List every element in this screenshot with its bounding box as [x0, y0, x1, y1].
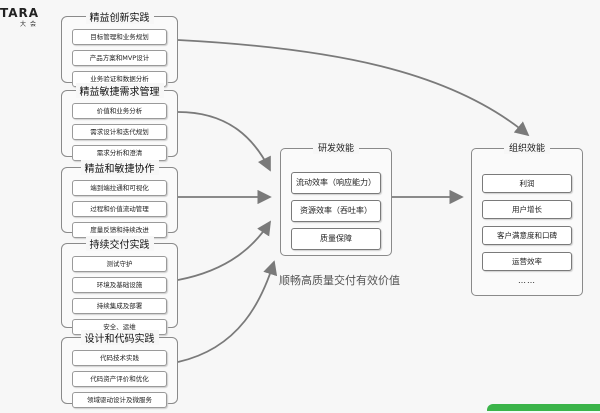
slogan: 顺畅高质量交付有效价值	[279, 274, 400, 287]
group-title: 精益创新实践	[85, 9, 154, 24]
logo-sub: 大会	[20, 21, 41, 28]
practice-item: 产品方案和MVP设计	[72, 50, 167, 66]
practice-item: 领域驱动设计及微服务	[72, 392, 167, 408]
group-lean-agile-collaboration: 精益和敏捷协作 端到端拉通和可视化 过程和价值流动管理 度量反馈和持续改进	[61, 160, 178, 238]
rd-title: 研发效能	[312, 141, 360, 154]
logo: TARA 大会	[0, 6, 60, 28]
rd-item: 流动效率（响应能力）	[291, 172, 381, 194]
org-item: 利润	[482, 174, 572, 193]
group-title: 精益和敏捷协作	[80, 160, 159, 175]
practice-item: 环境及基础设施	[72, 277, 167, 293]
practice-item: 代码资产评价和优化	[72, 371, 167, 387]
practice-item: 目标管理和业务规划	[72, 29, 167, 45]
group-continuous-delivery: 持续交付实践 测试守护 环境及基础设施 持续集成及部署 安全、运维	[61, 236, 178, 335]
org-more-ellipsis: ……	[518, 276, 536, 285]
green-accent-bar	[487, 404, 600, 411]
group-title: 精益敏捷需求管理	[75, 83, 164, 98]
practice-item: 需求分析和澄清	[72, 145, 167, 161]
org-title: 组织效能	[503, 141, 551, 154]
practice-item: 测试守护	[72, 256, 167, 272]
group-title: 设计和代码实践	[80, 330, 159, 345]
practice-item: 持续集成及部署	[72, 298, 167, 314]
group-lean-innovation: 精益创新实践 目标管理和业务规划 产品方案和MVP设计 业务验证和数据分析	[61, 9, 178, 87]
org-efficiency-box: 组织效能 利润 用户增长 客户满意度和口碑 运营效率 ……	[471, 141, 583, 296]
practice-item: 端到端拉通和可视化	[72, 180, 167, 196]
arrow-requirements-to-rd	[177, 111, 271, 172]
group-agile-requirements: 精益敏捷需求管理 价值和业务分析 需求设计和迭代规划 需求分析和澄清	[61, 83, 178, 161]
practice-item: 代码技术实践	[72, 350, 167, 366]
org-item: 用户增长	[482, 200, 572, 219]
logo-mark: TARA	[0, 6, 40, 20]
group-title: 持续交付实践	[85, 236, 154, 251]
practice-item: 需求设计和迭代规划	[72, 124, 167, 140]
arrow-innovation-to-org	[177, 39, 530, 137]
arrow-delivery-to-rd	[177, 220, 271, 281]
rd-item: 质量保障	[291, 228, 381, 250]
group-design-code: 设计和代码实践 代码技术实践 代码资产评价和优化 领域驱动设计及微服务	[61, 330, 178, 408]
practice-item: 过程和价值流动管理	[72, 201, 167, 217]
practice-item: 价值和业务分析	[72, 103, 167, 119]
org-item: 客户满意度和口碑	[482, 226, 572, 245]
org-item: 运营效率	[482, 252, 572, 271]
arrow-code-to-rd	[177, 260, 278, 363]
rd-efficiency-box: 研发效能 流动效率（响应能力） 资源效率（吞吐率） 质量保障	[280, 141, 392, 256]
rd-item: 资源效率（吞吐率）	[291, 200, 381, 222]
